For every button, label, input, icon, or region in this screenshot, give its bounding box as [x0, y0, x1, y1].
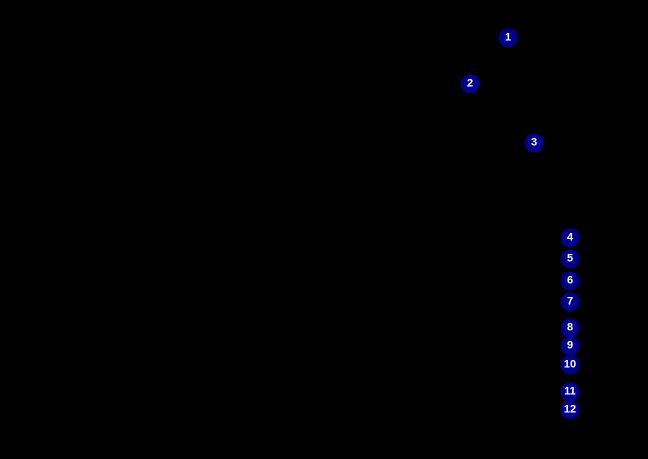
element-marker-8[interactable]: 8 — [560, 318, 580, 338]
element-marker-4[interactable]: 4 — [560, 228, 580, 248]
element-marker-12[interactable]: 12 — [560, 400, 580, 420]
element-marker-2[interactable]: 2 — [460, 74, 480, 94]
element-marker-9[interactable]: 9 — [560, 336, 580, 356]
element-marker-1[interactable]: 1 — [498, 28, 518, 48]
element-marker-5[interactable]: 5 — [560, 249, 580, 269]
element-marker-11[interactable]: 11 — [560, 382, 580, 402]
element-marker-7[interactable]: 7 — [560, 292, 580, 312]
element-marker-6[interactable]: 6 — [560, 271, 580, 291]
element-marker-10[interactable]: 10 — [560, 355, 580, 375]
element-marker-3[interactable]: 3 — [524, 133, 544, 153]
